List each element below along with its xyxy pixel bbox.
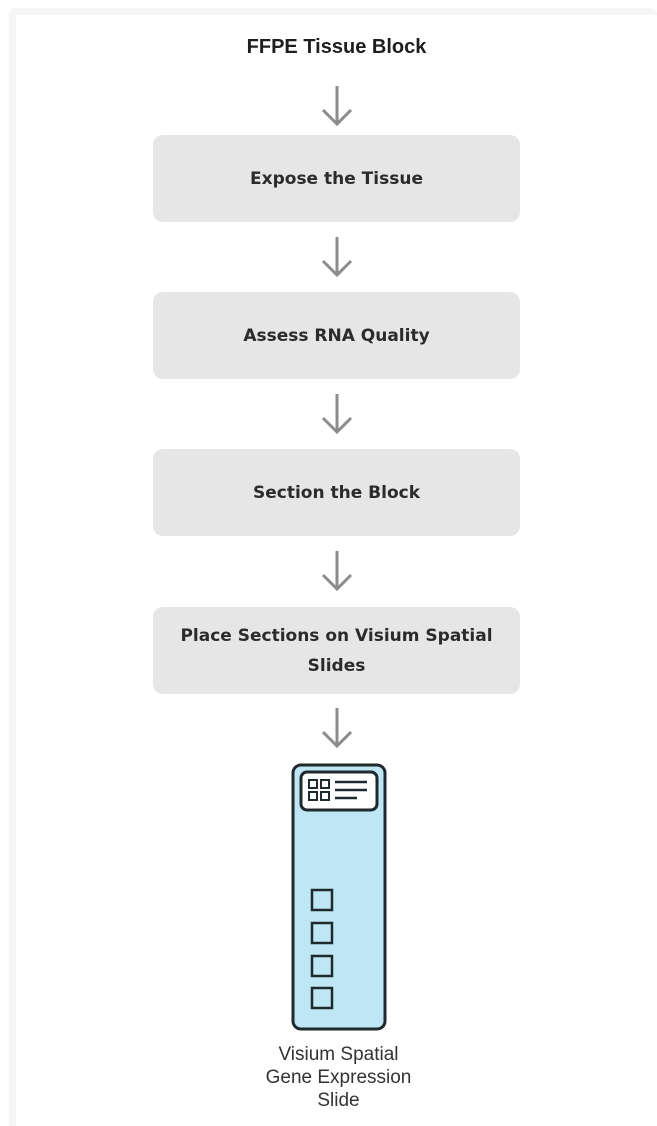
down-arrow-icon (321, 237, 353, 278)
down-arrow-icon (321, 86, 353, 127)
step-label: Assess RNA Quality (243, 325, 430, 346)
step-box-expose-tissue: Expose the Tissue (153, 135, 520, 222)
step-box-place-sections: Place Sections on Visium Spatial Slides (153, 607, 520, 694)
diagram-title: FFPE Tissue Block (246, 36, 427, 58)
step-label: Expose the Tissue (250, 168, 423, 189)
step-box-section-block: Section the Block (153, 449, 520, 536)
down-arrow-icon (321, 551, 353, 592)
caption-line: Gene Expression (265, 1067, 412, 1088)
slide-caption: Visium Spatial Gene Expression Slide (200, 1043, 477, 1112)
visium-slide-icon (291, 763, 387, 1031)
caption-line: Visium Spatial (278, 1044, 399, 1065)
step-label: Section the Block (252, 482, 421, 503)
step-label: Place Sections on Visium Spatial Slides (180, 625, 493, 676)
down-arrow-icon (321, 708, 353, 749)
caption-line: Slide (317, 1090, 360, 1111)
down-arrow-icon (321, 394, 353, 435)
step-box-assess-rna: Assess RNA Quality (153, 292, 520, 379)
